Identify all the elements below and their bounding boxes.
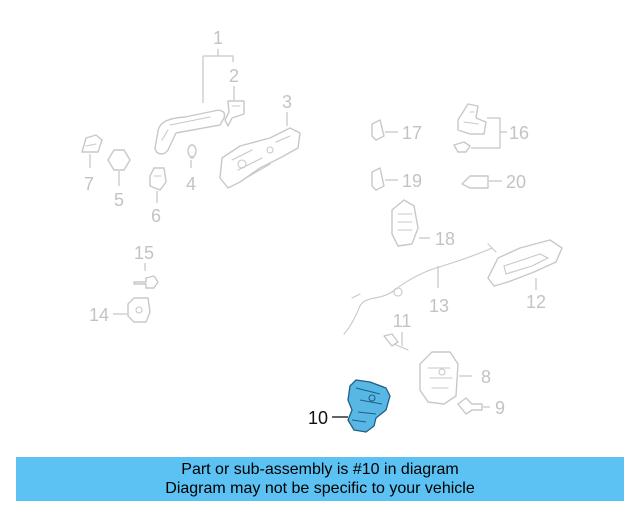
part-18-actuator <box>391 199 419 247</box>
callout-5: 5 <box>114 190 124 210</box>
banner-line-1: Part or sub-assembly is #10 in diagram <box>181 461 459 478</box>
callout-7: 7 <box>84 174 94 194</box>
part-1-outside-handle <box>154 109 226 155</box>
part-7-cap <box>81 134 103 153</box>
part-16-hinge <box>453 103 487 153</box>
callout-4: 4 <box>186 174 196 194</box>
part-14-plate <box>127 297 151 323</box>
part-9-screw <box>457 397 483 415</box>
part-1-leader <box>202 49 234 103</box>
part-8-latch <box>419 351 459 405</box>
callout-20: 20 <box>506 172 526 192</box>
part-5-gasket <box>107 149 131 171</box>
callout-9: 9 <box>495 398 505 418</box>
part-12-inside-handle <box>487 239 563 287</box>
part-6-cover <box>149 167 167 191</box>
callout-6: 6 <box>151 206 161 226</box>
part-4-clip <box>187 144 197 159</box>
callout-11: 11 <box>393 311 412 331</box>
part-11-rod <box>383 333 409 351</box>
part-19-pad <box>371 167 385 191</box>
callout-12: 12 <box>526 292 546 312</box>
callout-14: 14 <box>89 305 109 325</box>
callout-2: 2 <box>229 66 239 86</box>
part-3-handle-frame <box>219 127 301 189</box>
banner-line-2: Diagram may not be specific to your vehi… <box>165 480 475 497</box>
callout-8: 8 <box>481 367 491 387</box>
part-15-bolt <box>133 275 159 289</box>
callout-18: 18 <box>435 229 455 249</box>
part-17-pad <box>371 119 385 141</box>
part-10-latch-bracket <box>347 379 391 433</box>
callout-13: 13 <box>429 296 449 316</box>
part-20-trim <box>461 175 489 189</box>
callout-19: 19 <box>402 171 422 191</box>
callout-1: 1 <box>213 28 223 48</box>
part-2-bracket <box>224 100 245 127</box>
callout-10: 10 <box>308 408 328 428</box>
callout-17: 17 <box>402 123 422 143</box>
info-banner: Part or sub-assembly is #10 in diagram D… <box>16 457 624 501</box>
callout-3: 3 <box>282 92 292 112</box>
part-13-cable <box>343 243 497 335</box>
callout-16: 16 <box>509 123 529 143</box>
callout-15: 15 <box>134 243 154 263</box>
